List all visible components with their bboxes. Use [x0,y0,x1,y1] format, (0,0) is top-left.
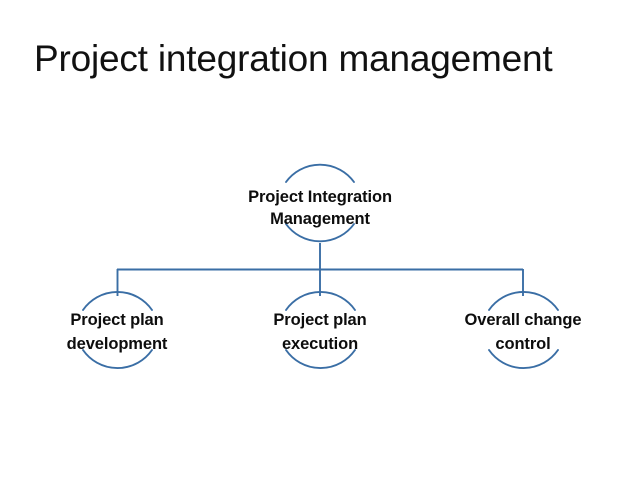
node-label-line-2: Management [270,210,370,228]
node-label-line-2: execution [281,335,359,353]
page-title: Project integration management [34,38,553,79]
node-label-line-2: control [495,335,551,353]
node-project-plan-development[interactable]: Project plan development [17,308,217,356]
node-project-integration-management[interactable]: Project Integration Management [220,186,420,230]
node-label-line-1: Project plan [70,311,164,329]
node-label-line-1: Project Integration [248,188,392,206]
node-project-plan-execution[interactable]: Project plan execution [220,308,420,356]
node-label-line-1: Overall change [464,311,582,329]
node-overall-change-control[interactable]: Overall change control [423,308,623,356]
node-label-line-1: Project plan [273,311,367,329]
node-label-line-2: development [66,335,168,353]
root-node-top-arc [285,163,355,183]
